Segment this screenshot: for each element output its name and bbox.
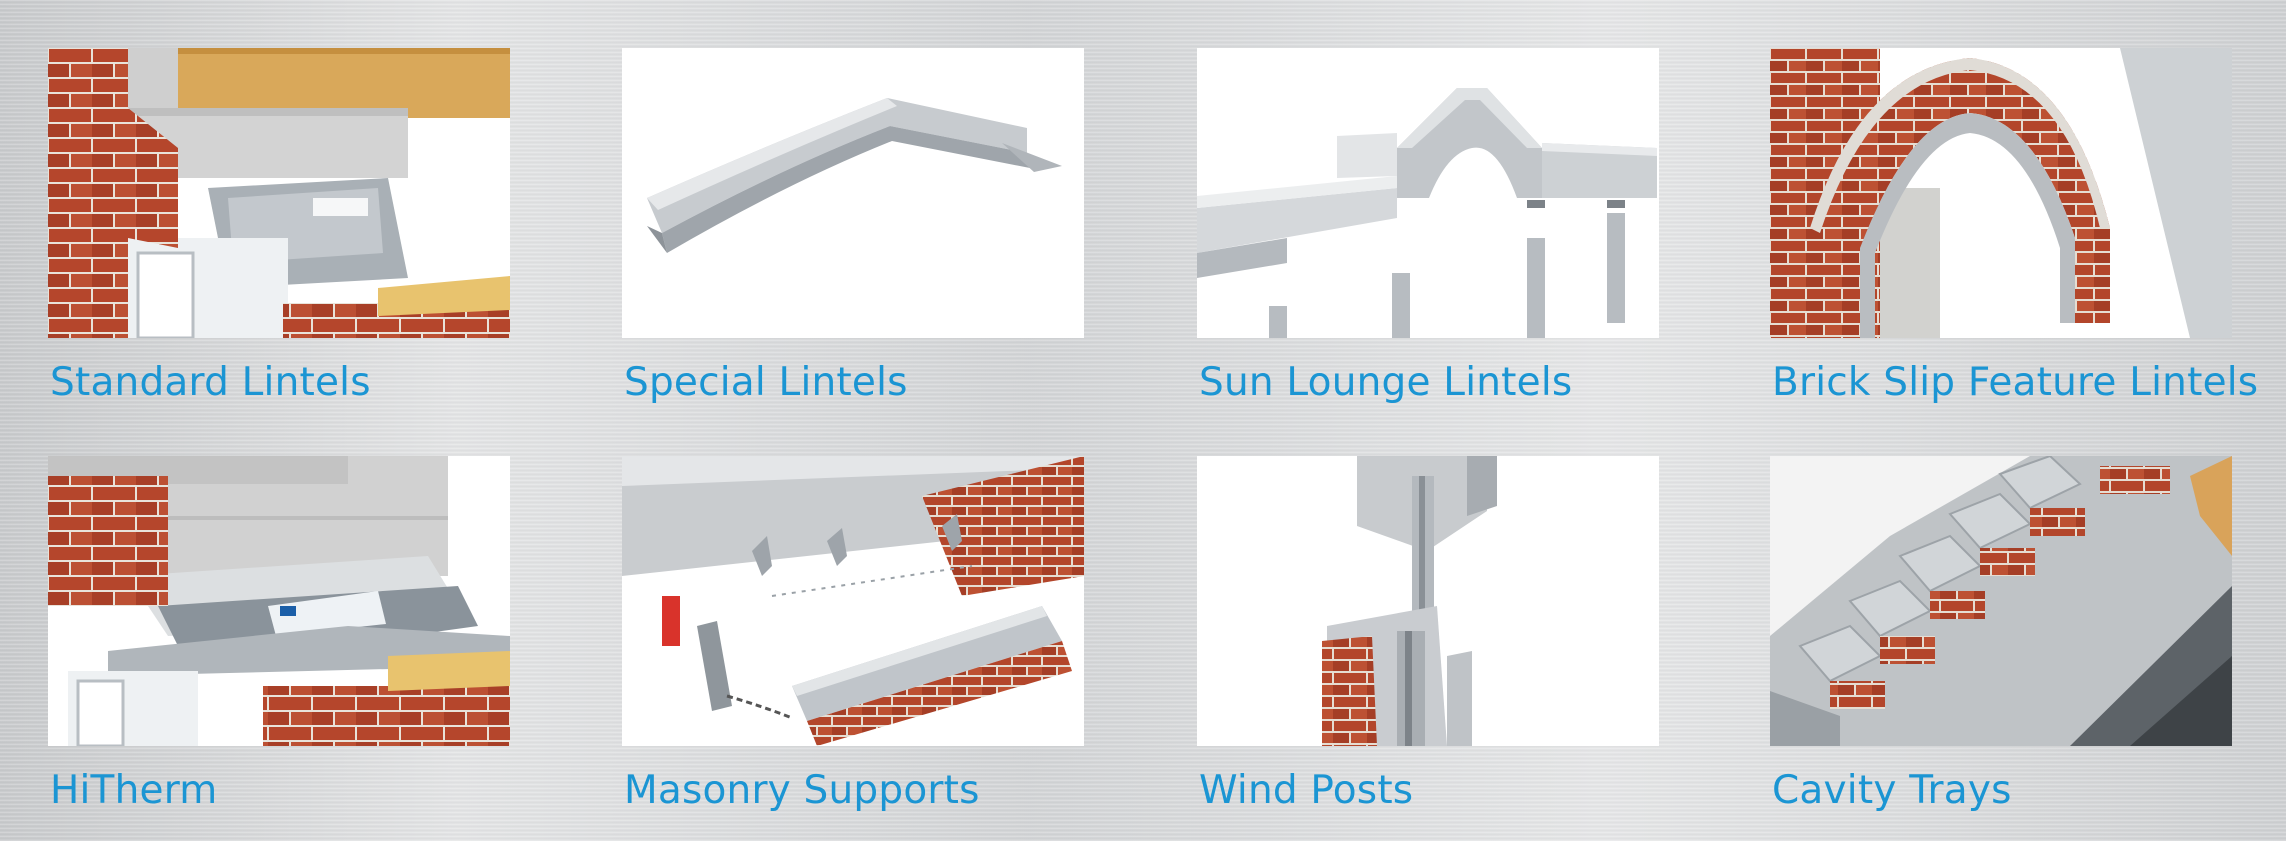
wind-posts-image: [1197, 456, 1659, 746]
hitherm-image: [48, 456, 510, 746]
product-label[interactable]: Special Lintels: [624, 360, 908, 405]
product-label[interactable]: Sun Lounge Lintels: [1199, 360, 1573, 405]
product-tile-wind-posts[interactable]: Wind Posts: [1197, 456, 1659, 813]
masonry-supports-image: [622, 456, 1084, 746]
product-tile-masonry-supports[interactable]: Masonry Supports: [622, 456, 1084, 813]
standard-lintels-image: [48, 48, 510, 338]
brick-slip-feature-lintels-image: [1770, 48, 2232, 338]
product-label[interactable]: Wind Posts: [1199, 768, 1414, 813]
product-label[interactable]: HiTherm: [50, 768, 218, 813]
product-tile-sun-lounge-lintels[interactable]: Sun Lounge Lintels: [1197, 48, 1659, 405]
product-tile-cavity-trays[interactable]: Cavity Trays: [1770, 456, 2232, 813]
product-label[interactable]: Cavity Trays: [1772, 768, 2012, 813]
product-label[interactable]: Standard Lintels: [50, 360, 371, 405]
special-lintels-image: [622, 48, 1084, 338]
product-label[interactable]: Brick Slip Feature Lintels: [1772, 360, 2259, 405]
product-label[interactable]: Masonry Supports: [624, 768, 980, 813]
product-tile-special-lintels[interactable]: Special Lintels: [622, 48, 1084, 405]
product-tile-hitherm[interactable]: HiTherm: [48, 456, 510, 813]
cavity-trays-image: [1770, 456, 2232, 746]
product-tile-standard-lintels[interactable]: Standard Lintels: [48, 48, 510, 405]
sun-lounge-lintels-image: [1197, 48, 1659, 338]
product-tile-brick-slip-feature-lintels[interactable]: Brick Slip Feature Lintels: [1770, 48, 2258, 405]
